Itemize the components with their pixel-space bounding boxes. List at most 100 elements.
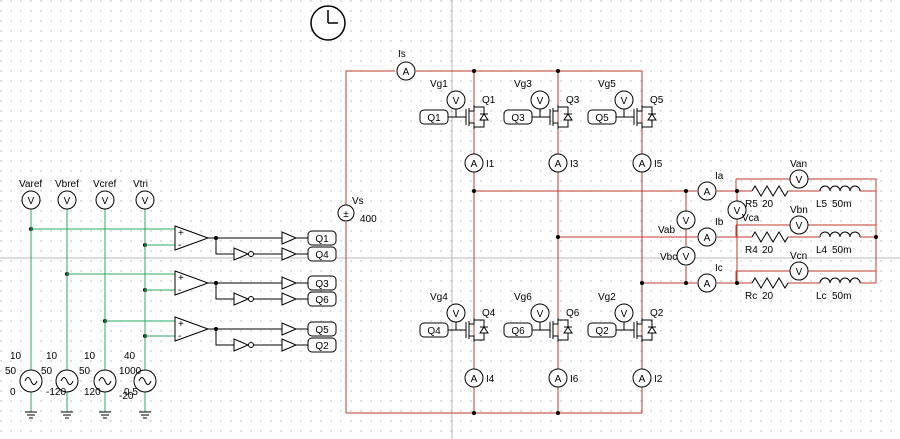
output-tag-q3[interactable]: Q3 <box>307 275 337 291</box>
gate-voltmeter-vg3-symbol: V <box>537 96 544 107</box>
current-meter-i3-symbol: A <box>555 159 562 170</box>
ref-meter-label: Vtri <box>133 179 148 190</box>
output-tag-q4[interactable]: Q4 <box>307 246 337 262</box>
current-meter-i4[interactable]: A <box>464 368 484 388</box>
gate-tag-label: Q3 <box>511 113 525 124</box>
gate-voltmeter-vg4-symbol: V <box>453 309 460 320</box>
switch-label: Q3 <box>566 95 580 106</box>
gate-tag-label: Q4 <box>427 326 441 337</box>
gate-voltmeter-vg1-symbol: V <box>453 96 460 107</box>
line-current-label: Ib <box>715 217 724 228</box>
comparator-minus: - <box>178 285 181 296</box>
comparator-plus: + <box>178 273 184 284</box>
line-voltage-label: Vab <box>658 225 675 236</box>
line-voltmeter-vca-symbol: V <box>734 206 741 217</box>
current-meter-i5[interactable]: A <box>632 153 652 173</box>
inductor-name: L4 <box>816 245 828 256</box>
line-voltmeter-vca[interactable]: V <box>727 200 747 220</box>
dc-source[interactable]: ± Vs 400 <box>337 196 377 225</box>
clock-icon[interactable] <box>310 5 346 41</box>
phase-voltmeter-van[interactable]: V <box>789 169 809 189</box>
gate-tag-q5[interactable]: Q5 <box>587 109 617 125</box>
line-voltmeter-vab[interactable]: V <box>676 210 696 230</box>
gate-voltmeter-vg4[interactable]: V <box>446 303 466 323</box>
current-meter-i1[interactable]: A <box>464 153 484 173</box>
comparator-plus: + <box>178 228 184 239</box>
output-tag-label: Q4 <box>315 250 329 261</box>
phase-voltmeter-vbn[interactable]: V <box>789 215 809 235</box>
gate-tag-label: Q1 <box>427 113 441 124</box>
phase-voltmeter-vbn-symbol: V <box>796 221 803 232</box>
current-meter-i2[interactable]: A <box>632 368 652 388</box>
source-amplitude: 10 <box>84 351 96 362</box>
current-meter-i3[interactable]: A <box>548 153 568 173</box>
output-tag-q1[interactable]: Q1 <box>307 230 337 246</box>
resistor-value: 20 <box>762 199 774 210</box>
is-ammeter[interactable]: A Is <box>396 49 416 81</box>
ref-voltmeter-varef-symbol: V <box>28 196 35 207</box>
source-phase: -120 <box>46 387 66 398</box>
output-tag-label: Q1 <box>315 234 329 245</box>
comparator-minus: - <box>178 240 181 251</box>
gate-voltmeter-vg5[interactable]: V <box>614 90 634 110</box>
ref-voltmeter-varef[interactable]: V <box>21 190 41 210</box>
source-amplitude: 40 <box>124 351 136 362</box>
gate-tag-q4[interactable]: Q4 <box>419 322 449 338</box>
line-current-label: Ia <box>715 171 724 182</box>
ref-voltmeter-vbref-symbol: V <box>64 196 71 207</box>
gate-meter-label: Vg4 <box>430 292 448 303</box>
ref-meter-label: Varef <box>19 179 42 190</box>
gate-voltmeter-vg6[interactable]: V <box>530 303 550 323</box>
line-current-meter-ic[interactable]: A <box>697 273 717 293</box>
inductor-name: L5 <box>816 199 828 210</box>
line-current-meter-ib[interactable]: A <box>697 227 717 247</box>
output-tag-label: Q6 <box>315 295 329 306</box>
gate-tag-q2[interactable]: Q2 <box>587 322 617 338</box>
gate-voltmeter-vg3[interactable]: V <box>530 90 550 110</box>
gate-voltmeter-vg2[interactable]: V <box>614 303 634 323</box>
current-meter-i2-symbol: A <box>639 374 646 385</box>
output-tag-q5[interactable]: Q5 <box>307 321 337 337</box>
gate-tag-q1[interactable]: Q1 <box>419 109 449 125</box>
line-voltmeter-vbc[interactable]: V <box>676 246 696 266</box>
output-tag-q6[interactable]: Q6 <box>307 291 337 307</box>
gate-voltmeter-vg1[interactable]: V <box>446 90 466 110</box>
gate-tag-q3[interactable]: Q3 <box>503 109 533 125</box>
current-meter-i6[interactable]: A <box>548 368 568 388</box>
gate-meter-label: Vg3 <box>514 79 532 90</box>
output-tag-q2[interactable]: Q2 <box>307 337 337 353</box>
resistor-value: 20 <box>762 245 774 256</box>
phase-voltmeter-vcn[interactable]: V <box>789 261 809 281</box>
ref-voltmeter-vbref[interactable]: V <box>57 190 77 210</box>
inductor-value: 50m <box>832 291 851 302</box>
gate-tag-q6[interactable]: Q6 <box>503 322 533 338</box>
ref-voltmeter-vtri[interactable]: V <box>135 190 155 210</box>
ammeter-symbol: A <box>403 67 410 78</box>
line-current-meter-ia[interactable]: A <box>697 181 717 201</box>
switch-label: Q1 <box>482 95 496 106</box>
line-voltage-label: Vca <box>742 213 760 224</box>
ref-voltmeter-vcref[interactable]: V <box>95 190 115 210</box>
svg-text:±: ± <box>343 209 349 220</box>
